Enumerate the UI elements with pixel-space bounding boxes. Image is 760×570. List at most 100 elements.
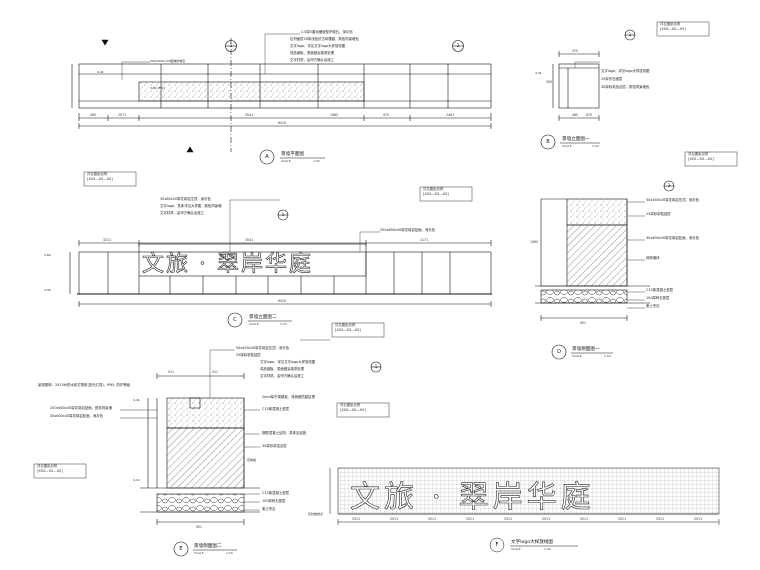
- scale-value-f: 1:50: [544, 547, 551, 551]
- note-e-right-4: 30厚砂浆结合层: [262, 444, 287, 448]
- note-d-2: 25厚砂浆粘结层: [646, 212, 671, 216]
- ref-tag-1-code: [XXX—XX—XX]: [660, 26, 686, 31]
- elevation-label-6: 4.41: [133, 398, 140, 402]
- dim-b-1: 470: [572, 49, 579, 53]
- dim-f-6: 2511: [542, 517, 551, 521]
- dim-f-8: 2511: [618, 517, 627, 521]
- dim-f-2: 2511: [390, 517, 399, 521]
- bubble-c: C: [233, 317, 237, 323]
- title-front-elevation-two: 景墙立面图二: [249, 315, 277, 320]
- ref-tag-4: 详见图纸另附[XXX—XX—XX]: [688, 152, 714, 161]
- note-e-right-1: 2mm厚不锈钢板，背面做防腐处理: [262, 395, 315, 399]
- bubble-e: E: [179, 546, 183, 552]
- label-layout-point: 石材放线点: [308, 512, 324, 516]
- scale-value-d: 1:50: [604, 354, 611, 358]
- ref-tag-7-code: [XXX—XX—XX]: [37, 468, 63, 473]
- dim-f-10: 2511: [694, 517, 703, 521]
- title-plan: 景墙平面图: [281, 152, 304, 157]
- dim-f-9: 2511: [656, 517, 665, 521]
- section-marker-d: 2: [667, 183, 671, 188]
- dim-a-2: 2071: [118, 113, 127, 117]
- note-side-1: 文字logo，详见logo大样放线图: [601, 69, 650, 73]
- note-d-6: 100厚碎石垫层: [646, 296, 670, 300]
- dim-c-2: 3041: [245, 238, 254, 242]
- ref-tag-7: 详见图纸另附[XXX—XX—XX]: [37, 464, 63, 473]
- ref-tag-3: 详见图纸另附[XXX—XX—XX]: [423, 187, 449, 196]
- section-marker-e: 1: [374, 364, 378, 369]
- ref-tag-2-label: 详见图纸另附: [87, 172, 108, 176]
- elevation-label-5: 3.30: [44, 288, 51, 292]
- note-e-top-4: 成品钢板，表面做氟碳漆处理: [260, 367, 305, 371]
- dim-f-4: 2511: [466, 517, 475, 521]
- logo-text-detail: 文旅 · 翠岸华庭: [350, 480, 595, 516]
- title-side-elevation-one: 景墙立面图一: [562, 137, 590, 142]
- note-plan-4: 成品钢板，表面做氟碳漆处理: [290, 51, 335, 55]
- section-marker-c: 1: [281, 212, 285, 217]
- bubble-a: A: [265, 154, 269, 160]
- ref-tag-5-code: [XXX—XX—XX]: [335, 327, 361, 332]
- note-d-7: 素土夯实: [646, 304, 660, 308]
- plan-view-a: [71, 38, 492, 165]
- scale-value-c: 1:50: [280, 322, 287, 326]
- note-d-5: C15素混凝土垫层: [646, 288, 674, 292]
- dim-c-3: 2171: [420, 238, 429, 242]
- note-d-4: 砖砌墙体: [646, 256, 660, 260]
- scale-value-e: 1:50: [226, 551, 233, 555]
- logo-text-elevation: 文旅 · 翠岸华庭: [142, 252, 313, 278]
- dim-a-6: 2461: [446, 113, 455, 117]
- elevation-label-7: 4.10: [133, 478, 140, 482]
- dim-e-total: 951: [196, 525, 203, 529]
- elevation-label-3: 4.41: [535, 71, 542, 75]
- scale-word-d: SCALE: [572, 354, 582, 358]
- note-plan-3: 文字logo，详见文字logo大样放线图: [290, 44, 346, 48]
- bubble-f: F: [495, 542, 499, 548]
- title-side-section-one: 景墙侧面图一: [572, 347, 600, 352]
- dim-a-1: 400: [90, 113, 97, 117]
- ref-tag-7-label: 详见图纸另附: [37, 464, 58, 468]
- ref-tag-1-label: 详见图纸另附: [660, 22, 681, 26]
- note-e-left-3: 30x600x30厚花岗岩贴面，深灰色: [50, 414, 104, 418]
- dim-d-1: 951: [580, 321, 587, 325]
- elevation-label-4: 3.60: [44, 253, 51, 257]
- note-e-top-5: 文字材质，由甲方确认后施工: [260, 374, 305, 378]
- dim-d-2: 1060: [530, 240, 539, 244]
- note-e-right-2: C15素混凝土垫层: [262, 407, 290, 411]
- title-side-section-two: 景墙侧面图二: [194, 544, 222, 549]
- ref-tag-6-code: [XXX—XX—XX]: [340, 407, 366, 412]
- dim-c-1: 3211: [103, 238, 112, 242]
- ref-tag-6: 详见图纸另附[XXX—XX—XX]: [340, 403, 366, 412]
- ref-tag-5-label: 详见图纸另附: [335, 323, 356, 327]
- ref-tag-2: 详见图纸另附[XXX—XX—XX]: [87, 172, 113, 181]
- dim-f-3: 2511: [428, 517, 437, 521]
- elevation-label-2: 3.60 (FW): [150, 86, 165, 90]
- ref-tag-2-code: [XXX—XX—XX]: [87, 176, 113, 181]
- scale-value-b: 1:50: [592, 144, 599, 148]
- scale-word-b: SCALE: [562, 144, 572, 148]
- dim-e-2: 511: [212, 370, 219, 374]
- scale-word-c: SCALE: [249, 322, 259, 326]
- note-d-3: 30x600x30厚花岗岩贴面，深灰色: [646, 236, 700, 240]
- note-front-2: 文字logo，具体详见大样图，颜色同景墙: [160, 204, 222, 208]
- note-plan-left: 200×500×10缓坡护坡石: [150, 59, 186, 63]
- ref-tag-5: 详见图纸另附[XXX—XX—XX]: [335, 323, 361, 332]
- note-e-right-5: C15素混凝土垫层: [262, 491, 290, 495]
- side-section-d: [535, 180, 675, 360]
- scale-word-f: SCALE: [511, 547, 521, 551]
- front-elevation-c: [69, 209, 492, 328]
- dim-e-1: 511: [168, 370, 175, 374]
- note-e-right-3: 钢筋混凝土结构，具体见结施: [262, 431, 307, 435]
- ref-tag-6-label: 详见图纸另附: [340, 403, 361, 407]
- title-logo-detail: 文字logo大样放线图: [511, 540, 553, 545]
- dim-a-4: 1960: [330, 113, 339, 117]
- dim-b-2: 480: [572, 113, 579, 117]
- dim-a-total: 6410: [278, 121, 287, 125]
- reference-tag-boxes: [33, 21, 738, 479]
- note-plan-1: 2.5厚5厘米缓坡型护坡石，深灰色: [301, 30, 353, 34]
- label-granite: 花岗岩: [247, 458, 257, 462]
- bubble-d: D: [557, 349, 561, 355]
- note-e-left-2: 200x600x30厚花岗岩贴面，颜色同景墙: [50, 406, 112, 410]
- note-plan-2: 石材面层30厚浅色仿古砖镶嵌，颜色同景墙色: [290, 37, 359, 41]
- dim-f-7: 2511: [580, 517, 589, 521]
